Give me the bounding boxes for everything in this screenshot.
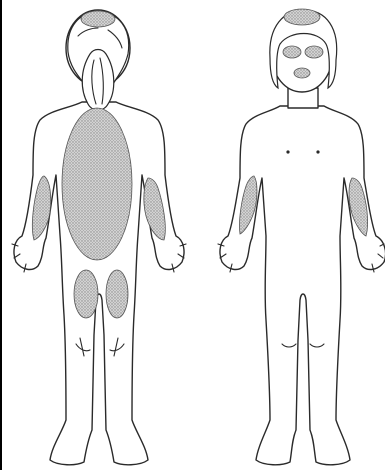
back-torso-lesion	[62, 108, 132, 260]
back-scalp-lesion	[81, 11, 115, 27]
front-right-nipple	[316, 150, 319, 153]
front-left-nipple	[286, 150, 289, 153]
front-body-outline	[220, 106, 385, 465]
back-left-thigh-lesion	[74, 270, 98, 318]
back-right-thigh-lesion	[106, 270, 128, 318]
front-scalp-lesion	[284, 9, 320, 25]
front-right-eye-lesion	[305, 46, 323, 58]
front-left-eye-lesion	[283, 46, 301, 58]
front-mouth-lesion	[294, 68, 310, 78]
front-view-figure	[218, 9, 385, 465]
back-ponytail	[82, 50, 114, 111]
back-view-figure	[12, 10, 186, 465]
